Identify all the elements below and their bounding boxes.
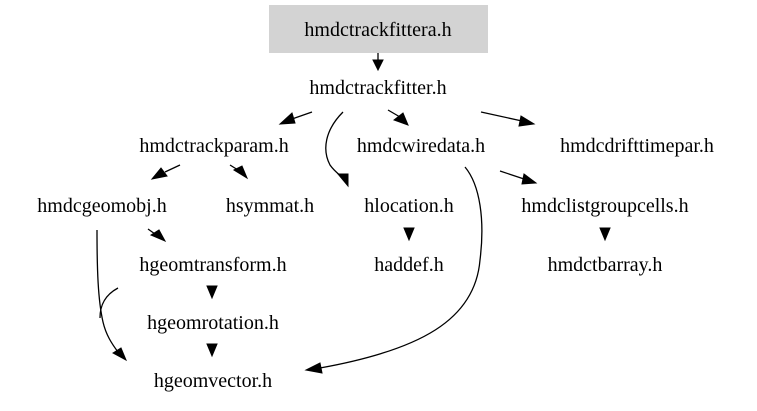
arrowhead (150, 167, 168, 180)
arrowhead (232, 165, 249, 180)
node-hmdcgeomobj[interactable]: hmdcgeomobj.h (37, 195, 166, 217)
arrowhead (149, 229, 167, 243)
node-hgeomrotation[interactable]: hgeomrotation.h (147, 312, 279, 334)
arrowhead (403, 227, 415, 242)
node-haddef[interactable]: haddef.h (374, 254, 443, 276)
node-hgeomvector[interactable]: hgeomvector.h (154, 370, 272, 392)
edge-trackparam-geomobj (164, 164, 181, 173)
edge-trackfitter-hlocation (325, 111, 344, 178)
arrowhead (518, 115, 536, 127)
edge-trackfitter-wiredata (387, 109, 401, 118)
node-hmdcwiredata[interactable]: hmdcwiredata.h (357, 135, 485, 157)
arrowhead (206, 343, 218, 358)
arrowhead (304, 362, 323, 374)
node-hmdclistgroupcells[interactable]: hmdclistgroupcells.h (521, 195, 688, 217)
edge-geomtransform-hgeomvector (99, 287, 119, 319)
arrowhead (521, 173, 538, 185)
node-hsymmat[interactable]: hsymmat.h (226, 195, 314, 217)
arrowhead (278, 112, 296, 125)
edge-trackfitter-drifttimepar (480, 111, 523, 122)
arrowhead (206, 285, 218, 300)
node-hmdcdrifttimepar[interactable]: hmdcdrifttimepar.h (560, 135, 714, 157)
arrowhead (599, 227, 611, 242)
node-hmdctbarray[interactable]: hmdctbarray.h (548, 254, 663, 276)
nodes: hmdctrackfittera.h hmdctrackfitter.h hmd… (37, 19, 714, 392)
arrowhead (336, 173, 349, 188)
edge-wiredata-hgeomvector (319, 166, 483, 369)
node-hmdctrackparam[interactable]: hmdctrackparam.h (139, 135, 288, 157)
edge-trackfitter-trackparam (291, 111, 313, 120)
node-hlocation[interactable]: hlocation.h (364, 195, 453, 217)
edges (96, 53, 611, 374)
arrowhead (112, 347, 128, 362)
arrowhead (372, 59, 384, 72)
edge-wiredata-listgroupcells (499, 170, 525, 180)
node-hmdctrackfittera[interactable]: hmdctrackfittera.h (304, 19, 451, 41)
edge-geomobj-hgeomvector (96, 229, 119, 353)
arrowhead (392, 112, 409, 126)
node-hmdctrackfitter[interactable]: hmdctrackfitter.h (309, 77, 446, 99)
root-node-box (269, 5, 488, 53)
node-hgeomtransform[interactable]: hgeomtransform.h (139, 254, 286, 276)
